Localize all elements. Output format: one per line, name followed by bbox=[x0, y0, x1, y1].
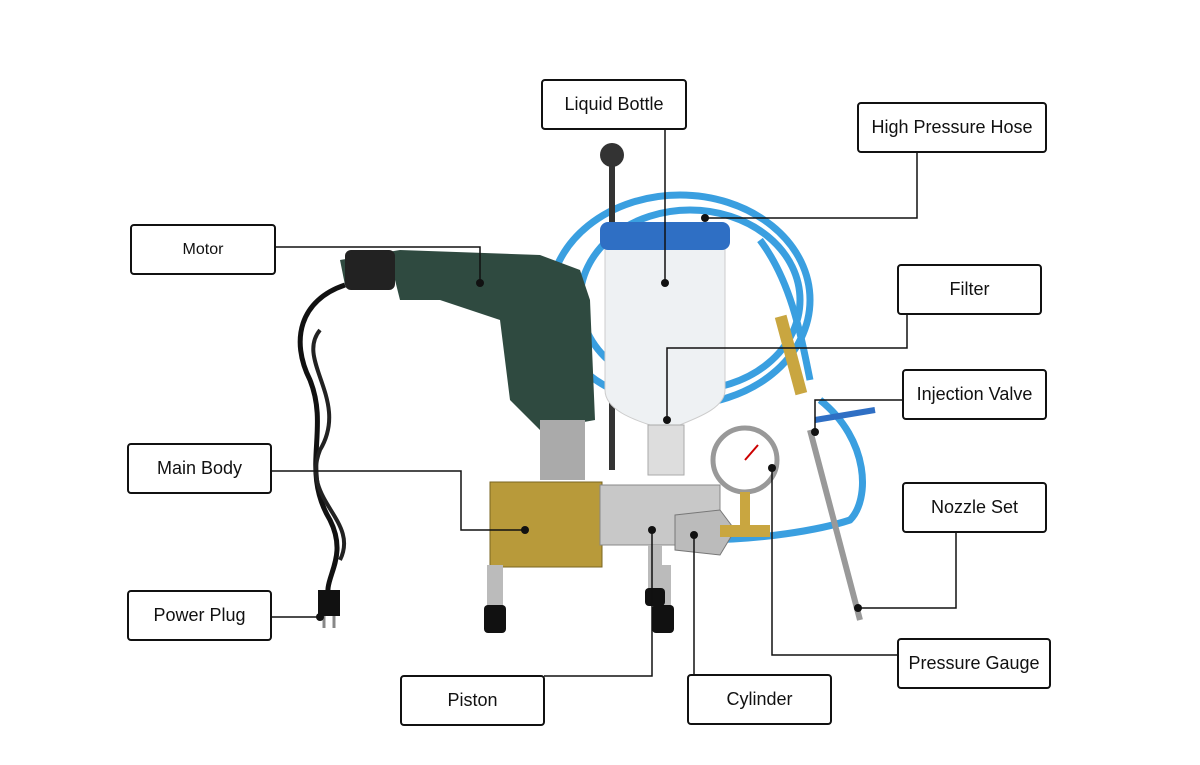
label-power-plug: Power Plug bbox=[127, 590, 272, 641]
label-injection-valve: Injection Valve bbox=[902, 369, 1047, 420]
label-piston: Piston bbox=[400, 675, 545, 726]
connector-lines bbox=[271, 130, 957, 677]
main-body-block bbox=[489, 481, 603, 568]
label-pressure-gauge: Pressure Gauge bbox=[897, 638, 1051, 689]
label-main-body: Main Body bbox=[127, 443, 272, 494]
filter bbox=[774, 314, 808, 396]
label-high-pressure-hose: High Pressure Hose bbox=[857, 102, 1047, 153]
connector-dots bbox=[316, 214, 862, 621]
label-cylinder: Cylinder bbox=[687, 674, 832, 725]
motor-drill bbox=[340, 250, 595, 480]
label-nozzle-set: Nozzle Set bbox=[902, 482, 1047, 533]
power-cord bbox=[297, 282, 346, 602]
label-motor: Motor bbox=[130, 224, 276, 275]
nozzle-rod bbox=[807, 429, 863, 621]
label-filter: Filter bbox=[897, 264, 1042, 315]
power-plug bbox=[318, 590, 340, 616]
label-liquid-bottle: Liquid Bottle bbox=[541, 79, 687, 130]
